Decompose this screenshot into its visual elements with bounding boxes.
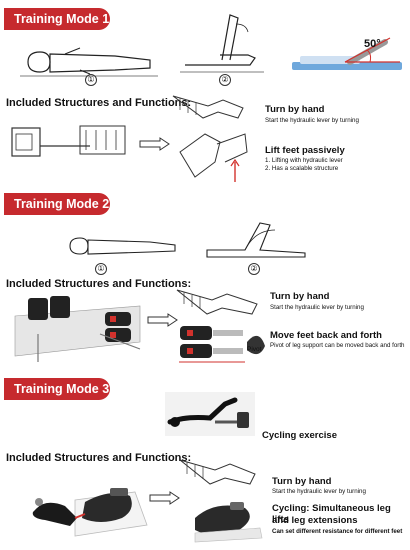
mode1-step-1: ① — [85, 74, 97, 86]
mode1-f1-desc: Start the hydraulic lever by turning — [265, 117, 359, 124]
mode1-f2-desc2: 2. Has a scalable structure — [265, 165, 339, 172]
mode1-leg-lift-illustration — [180, 14, 264, 73]
mode2-f1-title: Turn by hand — [270, 291, 330, 302]
mode3-structures-heading: Included Structures and Functions: — [6, 452, 192, 464]
mode3-banner: Training Mode 3 — [4, 378, 110, 400]
mode2-f1-desc: Start the hydraulic lever by turning — [270, 304, 364, 311]
mode3-cycling-photo — [165, 392, 255, 436]
mode3-device-photo — [32, 488, 148, 537]
mode1-foot-lift-illustration — [179, 133, 248, 182]
mode2-structures-heading: Included Structures and Functions: — [6, 278, 192, 290]
mode2-arrow-icon — [147, 313, 178, 327]
mode2-step-2: ② — [248, 263, 260, 275]
mode3-cycling-label: Cycling exercise — [262, 430, 337, 441]
mode2-f2-desc: Pivot of leg support can be moved back a… — [270, 342, 405, 349]
mode1-f2-desc1: 1. Lifting with hydraulic lever — [265, 157, 343, 164]
mode2-f2-title: Move feet back and forth — [270, 330, 382, 341]
mode1-structures-heading: Included Structures and Functions: — [6, 97, 192, 109]
mode1-banner: Training Mode 1 — [4, 8, 110, 30]
mode2-leg-support-photo — [179, 326, 265, 363]
mode2-device-photo — [14, 296, 141, 362]
mode3-f2-title-line2: and leg extensions — [272, 515, 358, 526]
mode3-f2-desc: Can set different resistance for differe… — [272, 528, 403, 535]
mode1-arrow-icon — [139, 137, 170, 151]
mode1-angle-label: 50° — [364, 38, 381, 50]
mode2-hand-lever-illustration — [176, 289, 258, 315]
mode3-f2-title-line1: Cycling: Simultaneous leg lifts — [272, 503, 391, 525]
mode2-pivot-label: Pivot — [247, 346, 262, 353]
mode2-knee-bend-illustration — [206, 222, 306, 258]
mode1-f2-title: Lift feet passively — [265, 145, 345, 156]
mode1-f1-title: Turn by hand — [265, 104, 325, 115]
mode3-pedal-photo — [194, 502, 263, 543]
mode1-device-illustration — [11, 125, 126, 157]
mode1-bed-angle-illustration — [292, 37, 402, 70]
mode3-hand-lever-illustration — [179, 459, 256, 485]
mode3-arrow-icon — [149, 491, 180, 505]
mode1-hand-lever-illustration — [172, 95, 244, 119]
mode2-step-1: ① — [95, 263, 107, 275]
mode1-step-2: ② — [219, 74, 231, 86]
mode3-f1-title: Turn by hand — [272, 476, 332, 487]
mode2-person-lying-illustration — [69, 237, 176, 255]
mode2-banner: Training Mode 2 — [4, 193, 110, 215]
mode3-f1-desc: Start the hydraulic lever by turning — [272, 488, 366, 495]
